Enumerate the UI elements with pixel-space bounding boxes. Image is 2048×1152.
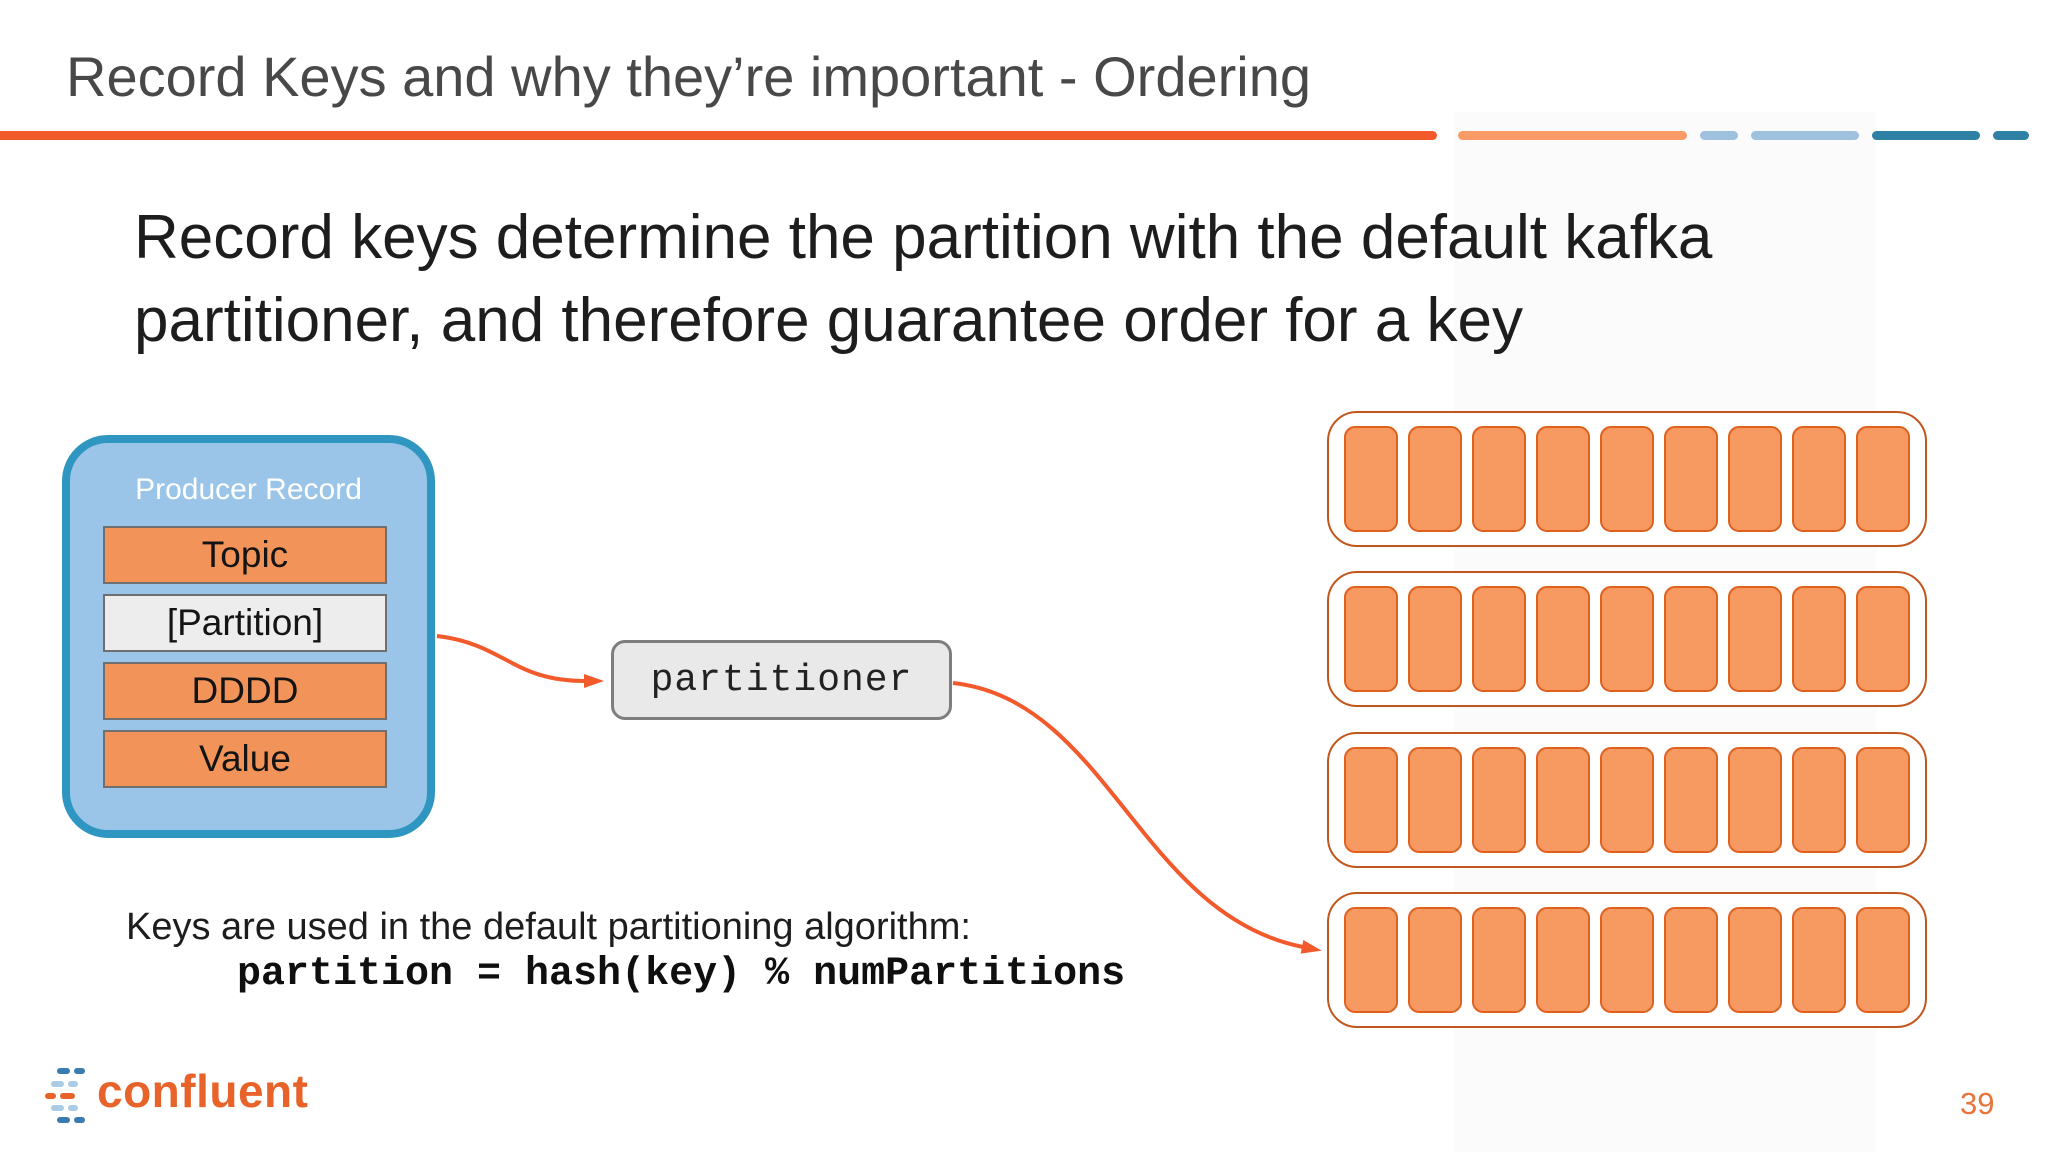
producer-record-field: DDDD — [103, 662, 387, 720]
partition-cell — [1472, 426, 1526, 532]
partition-row-1 — [1327, 411, 1927, 547]
partition-row-3 — [1327, 731, 1927, 868]
partition-cell — [1344, 906, 1398, 1013]
partition-cell — [1600, 426, 1654, 532]
partition-cell — [1856, 906, 1910, 1013]
partition-cell — [1408, 746, 1462, 853]
logo-dash — [68, 1081, 78, 1087]
partition-cell — [1344, 746, 1398, 853]
logo-dash — [51, 1081, 64, 1087]
partition-cell — [1472, 586, 1526, 693]
logo-dash — [60, 1093, 75, 1099]
underline-dash — [1872, 131, 1980, 140]
partition-cell — [1792, 426, 1846, 532]
logo-dash — [74, 1068, 85, 1074]
logo-dash — [57, 1117, 70, 1123]
partition-cell — [1472, 906, 1526, 1013]
title-underline — [0, 131, 1437, 140]
partition-row-2 — [1327, 571, 1927, 708]
underline-dash — [1751, 131, 1859, 140]
confluent-logo-icon — [45, 1066, 91, 1123]
underline-dash — [1700, 131, 1738, 140]
footer-code: partition = hash(key) % numPartitions — [237, 952, 1126, 997]
underline-dash — [1993, 131, 2029, 140]
partition-cell — [1792, 906, 1846, 1013]
partition-cell — [1792, 586, 1846, 693]
partition-cell — [1408, 906, 1462, 1013]
producer-record-field: Topic — [103, 526, 387, 584]
footer-text: Keys are used in the default partitionin… — [126, 906, 971, 948]
underline-dash — [1458, 131, 1687, 140]
partition-cell — [1856, 746, 1910, 853]
partition-cell — [1728, 426, 1782, 532]
confluent-logo-text: confluent — [97, 1065, 309, 1117]
logo-dash — [45, 1093, 56, 1099]
producer-record-box: Producer Record Topic [Partition] DDDD Valu… — [62, 435, 435, 838]
logo-dash — [68, 1105, 78, 1111]
partition-cell — [1728, 746, 1782, 853]
partition-cell — [1664, 746, 1718, 853]
body-text: Record keys determine the partition with… — [134, 196, 1712, 362]
partition-cell — [1472, 746, 1526, 853]
partition-cell — [1792, 746, 1846, 853]
logo-dash — [57, 1068, 70, 1074]
partitioner-box: partitioner — [611, 640, 952, 720]
partition-cell — [1664, 586, 1718, 693]
partition-cell — [1536, 586, 1590, 693]
partition-row-4 — [1327, 891, 1927, 1028]
partition-cell — [1856, 586, 1910, 693]
body-text-line1: Record keys determine the partition with… — [134, 203, 1713, 272]
partition-cell — [1344, 426, 1398, 532]
partition-cell — [1664, 426, 1718, 532]
producer-record-field: Value — [103, 730, 387, 788]
partition-cell — [1344, 586, 1398, 693]
partition-cell — [1408, 586, 1462, 693]
partition-cell — [1600, 746, 1654, 853]
partition-cell — [1536, 746, 1590, 853]
title-underline-dashes — [1458, 131, 2029, 140]
partition-cell — [1664, 906, 1718, 1013]
partition-rows — [1327, 411, 1927, 1028]
confluent-logo: confluent — [45, 1062, 345, 1124]
partition-cell — [1728, 906, 1782, 1013]
partition-cell — [1856, 426, 1910, 532]
arrow-producer-to-partitioner — [436, 634, 604, 688]
body-text-line2: partitioner, and therefore guarantee ord… — [134, 286, 1523, 355]
arrow-partitioner-to-partition4 — [952, 681, 1322, 954]
partition-cell — [1408, 426, 1462, 532]
logo-dash — [74, 1117, 85, 1123]
producer-record-fields: Topic [Partition] DDDD Value — [103, 526, 387, 788]
partition-cell — [1728, 586, 1782, 693]
partition-cell — [1600, 906, 1654, 1013]
producer-record-field: [Partition] — [103, 594, 387, 652]
logo-dash — [51, 1105, 64, 1111]
partition-cell — [1600, 586, 1654, 693]
slide-title: Record Keys and why they’re important - … — [66, 45, 1311, 108]
partition-cell — [1536, 906, 1590, 1013]
producer-record-title: Producer Record — [135, 473, 362, 506]
partition-cell — [1536, 426, 1590, 532]
page-number: 39 — [1960, 1086, 1995, 1121]
